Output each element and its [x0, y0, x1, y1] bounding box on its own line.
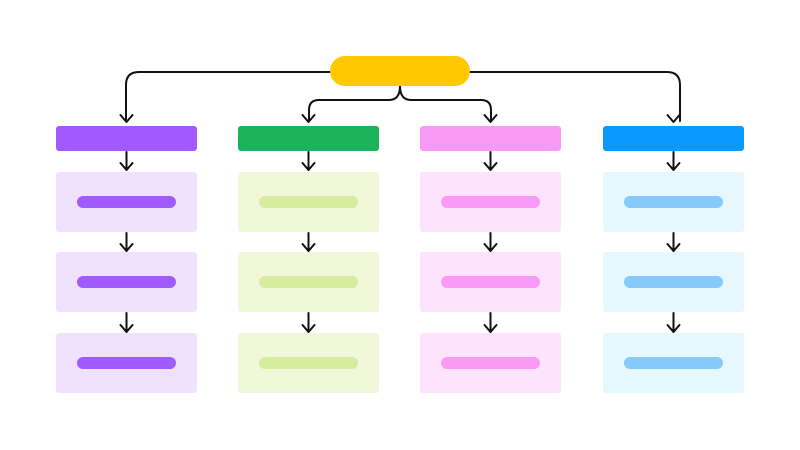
column-4-card-3[interactable]	[603, 333, 744, 393]
root-node[interactable]	[330, 56, 470, 86]
column-1-card-2[interactable]	[56, 252, 197, 312]
card-text-placeholder	[441, 357, 540, 369]
arrowhead-column-3	[483, 114, 498, 123]
column-3-card-3[interactable]	[420, 333, 561, 393]
arrowhead-column-1-step-3	[119, 324, 134, 333]
card-text-placeholder	[259, 357, 358, 369]
card-text-placeholder	[259, 196, 358, 208]
column-header-4[interactable]	[603, 126, 744, 151]
column-3-card-1[interactable]	[420, 172, 561, 232]
connector-root-to-column-3	[399, 85, 492, 122]
arrowhead-column-2-step-1	[301, 162, 316, 171]
arrowhead-column-2	[301, 114, 316, 123]
card-text-placeholder	[441, 196, 540, 208]
column-header-2[interactable]	[238, 126, 379, 151]
connector-root-to-column-1	[125, 71, 331, 122]
arrowhead-column-2-step-3	[301, 324, 316, 333]
connector-root-to-column-4	[469, 71, 681, 122]
arrowhead-column-1-step-2	[119, 243, 134, 252]
card-text-placeholder	[624, 357, 723, 369]
arrowhead-column-1	[119, 114, 134, 123]
card-text-placeholder	[77, 276, 176, 288]
arrowhead-column-4-step-3	[666, 324, 681, 333]
column-1-card-3[interactable]	[56, 333, 197, 393]
column-1-card-1[interactable]	[56, 172, 197, 232]
arrowhead-column-1-step-1	[119, 162, 134, 171]
column-2-card-3[interactable]	[238, 333, 379, 393]
arrowhead-column-2-step-2	[301, 243, 316, 252]
column-header-1[interactable]	[56, 126, 197, 151]
column-4-card-1[interactable]	[603, 172, 744, 232]
card-text-placeholder	[77, 357, 176, 369]
arrowhead-column-4	[666, 114, 681, 123]
connector-root-to-column-2	[308, 85, 401, 122]
arrowhead-column-4-step-1	[666, 162, 681, 171]
column-header-3[interactable]	[420, 126, 561, 151]
column-2-card-1[interactable]	[238, 172, 379, 232]
arrowhead-column-4-step-2	[666, 243, 681, 252]
arrowhead-column-3-step-1	[483, 162, 498, 171]
card-text-placeholder	[259, 276, 358, 288]
arrowhead-column-3-step-2	[483, 243, 498, 252]
column-3-card-2[interactable]	[420, 252, 561, 312]
card-text-placeholder	[624, 276, 723, 288]
card-text-placeholder	[441, 276, 540, 288]
card-text-placeholder	[77, 196, 176, 208]
column-4-card-2[interactable]	[603, 252, 744, 312]
column-2-card-2[interactable]	[238, 252, 379, 312]
card-text-placeholder	[624, 196, 723, 208]
arrowhead-column-3-step-3	[483, 324, 498, 333]
